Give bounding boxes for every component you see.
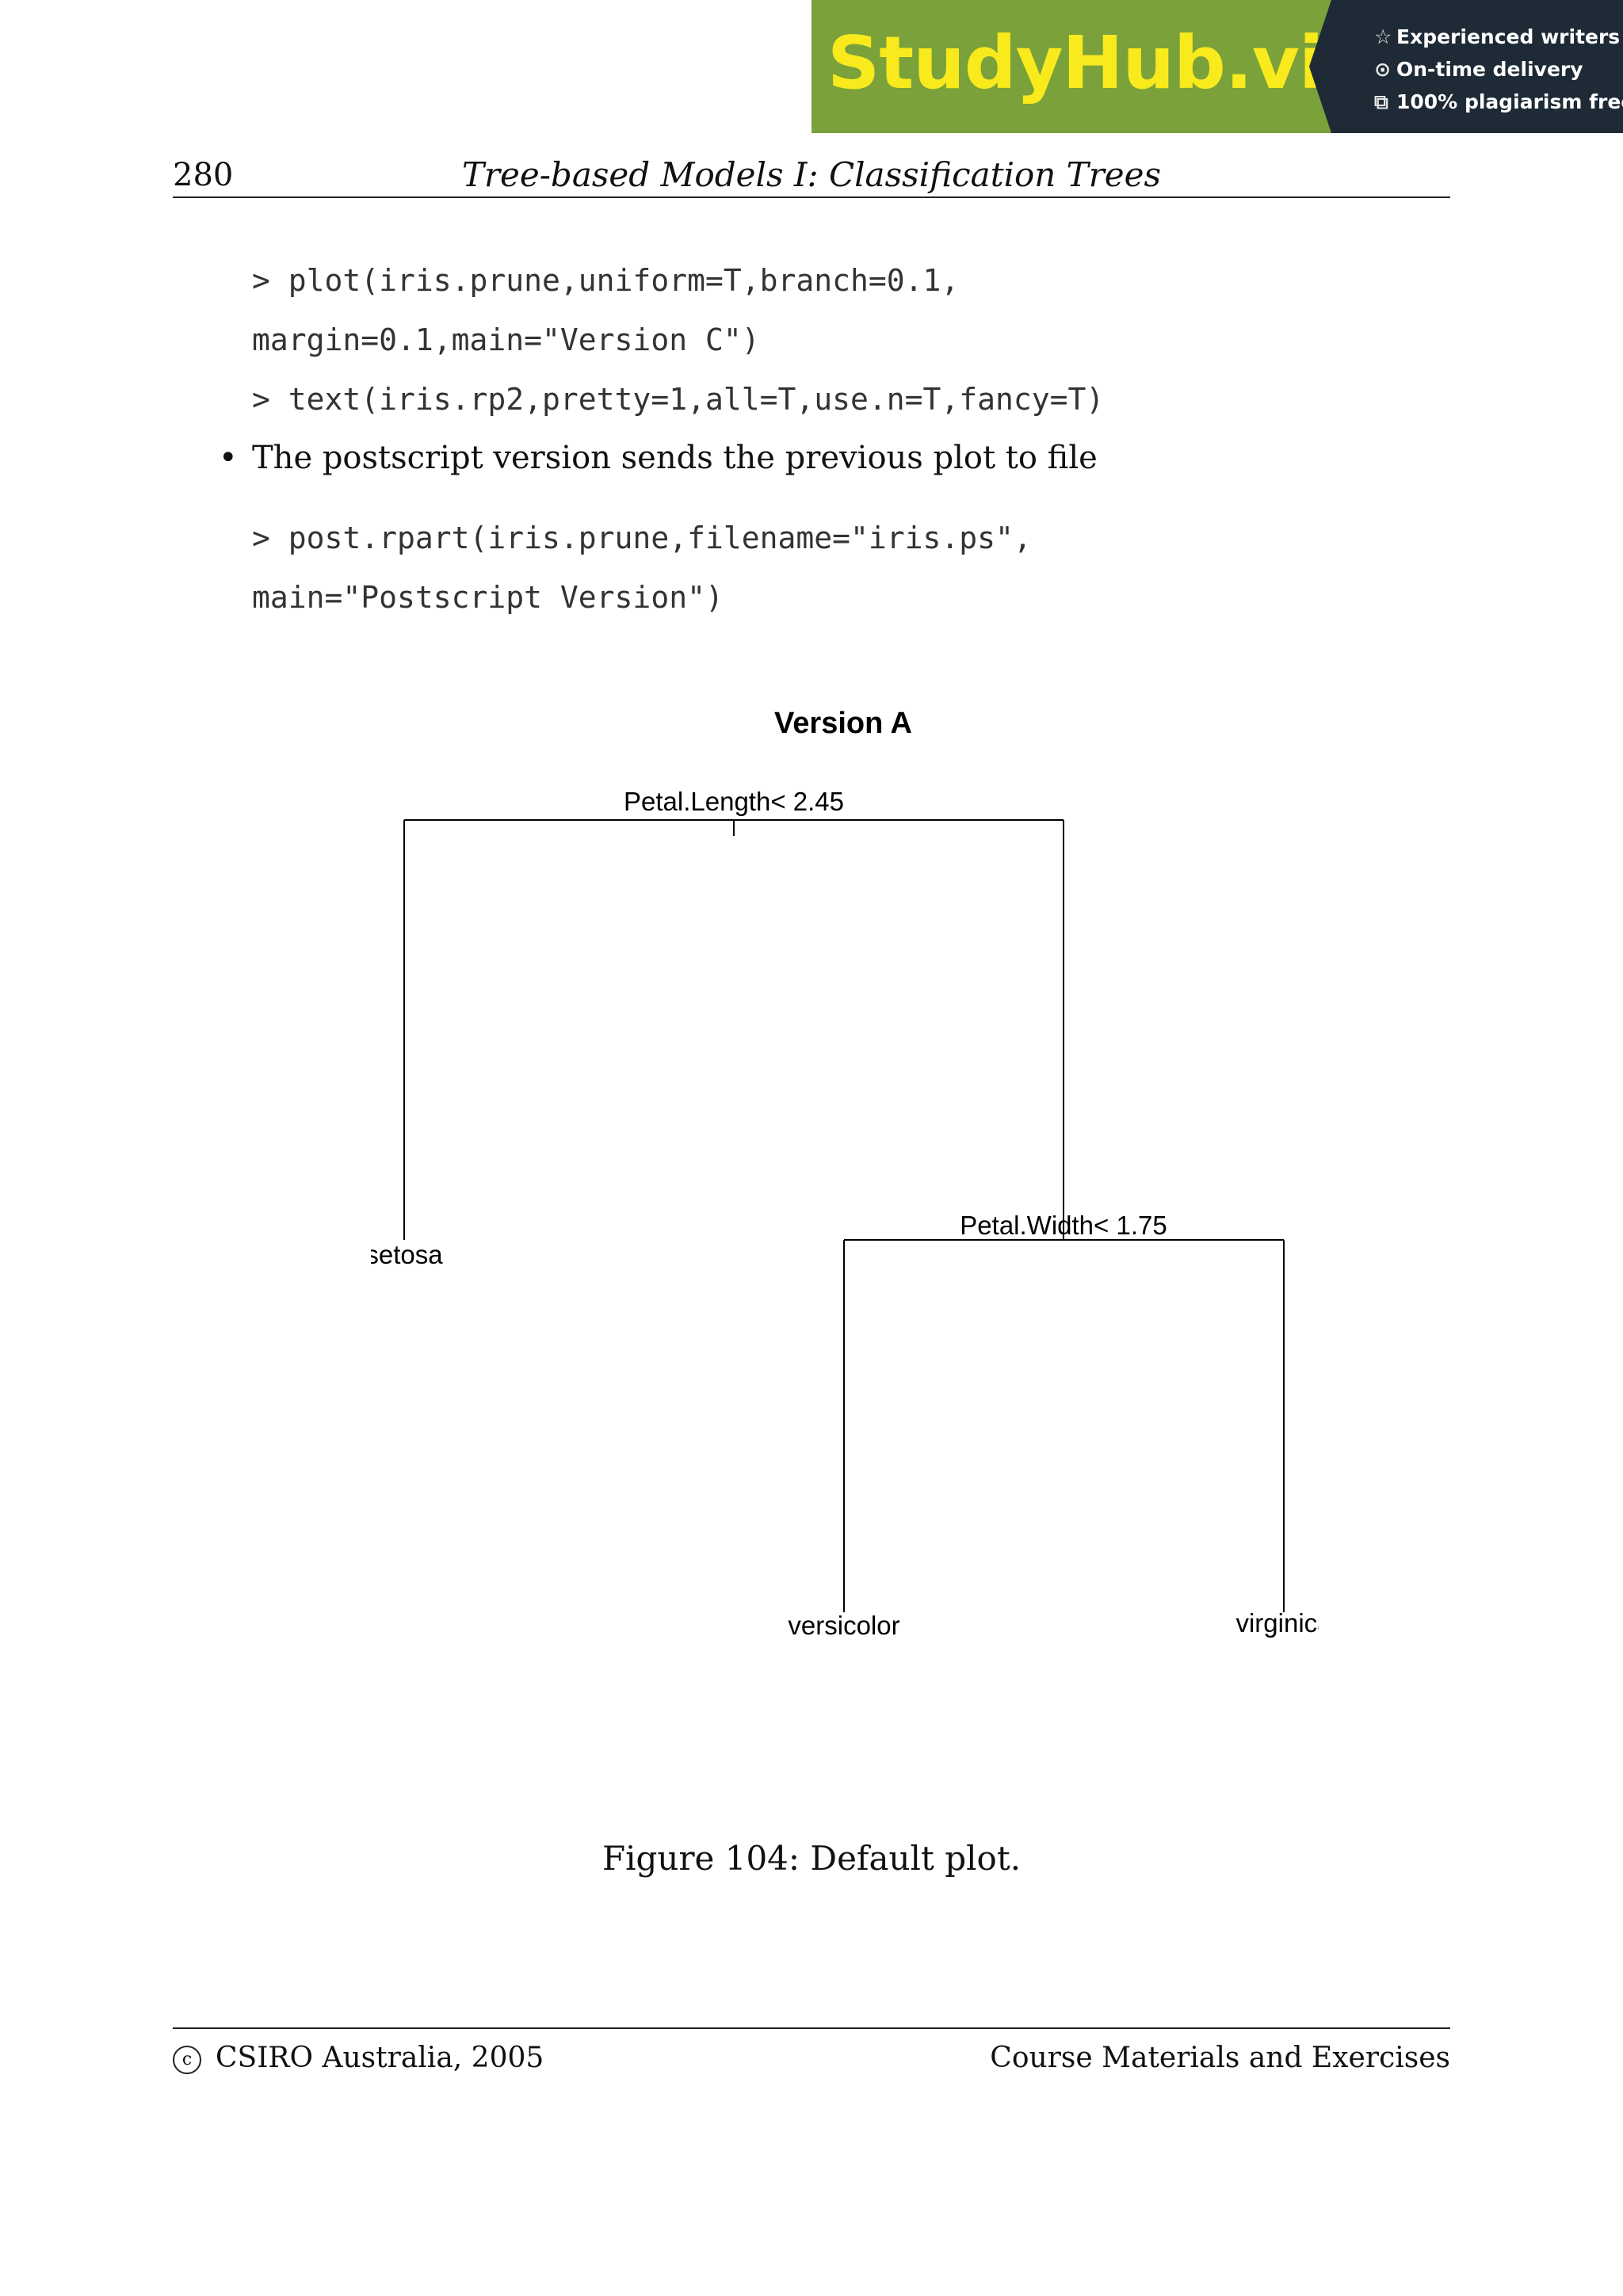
- code-line-4: > post.rpart(iris.prune,filename="iris.p…: [252, 521, 1032, 555]
- code-line-2: margin=0.1,main="Version C"): [252, 322, 760, 357]
- studyhub-logo[interactable]: StudyHub.vip: [812, 0, 1375, 133]
- split2-label: Petal.Width< 1.75: [960, 1211, 1167, 1240]
- tree-figure: Version A Petal.Length< 2.45 Petal.Width…: [341, 689, 1331, 1664]
- leaf-setosa: setosa: [365, 1240, 443, 1269]
- feature-plagiarism-free: ⧉ 100% plagiarism free: [1374, 86, 1623, 118]
- bullet-text: The postscript version sends the previou…: [252, 440, 1098, 476]
- footer-copyright: c CSIRO Australia, 2005: [173, 2038, 544, 2079]
- leaf-versicolor: versicolor: [788, 1611, 899, 1640]
- feature-label: Experienced writers: [1396, 25, 1621, 48]
- copyright-icon: c: [173, 2046, 201, 2074]
- code-line-5: main="Postscript Version"): [252, 580, 724, 615]
- tree-plot: Version A Petal.Length< 2.45 Petal.Width…: [365, 707, 1331, 1640]
- header-rule: [173, 196, 1450, 198]
- feature-label: 100% plagiarism free: [1396, 90, 1623, 113]
- page-number: 280: [173, 157, 234, 193]
- star-icon: ☆: [1374, 25, 1392, 48]
- footer-rule: [173, 2027, 1450, 2029]
- banner-feature-panel: ☆Experienced writers ⊙On-time delivery ⧉…: [1309, 0, 1623, 133]
- leaf-virginica: virginica: [1235, 1608, 1331, 1638]
- footer-left-text: CSIRO Australia, 2005: [216, 2042, 544, 2074]
- clock-icon: ⊙: [1374, 58, 1391, 81]
- copy-icon: ⧉: [1374, 90, 1388, 113]
- figure-caption: Figure 104: Default plot.: [601, 1839, 1022, 1878]
- running-title: Tree-based Models I: Classification Tree…: [461, 155, 1162, 194]
- banner-feature-list: ☆Experienced writers ⊙On-time delivery ⧉…: [1374, 21, 1623, 118]
- feature-label: On-time delivery: [1396, 58, 1583, 81]
- root-split-label: Petal.Length< 2.45: [624, 787, 844, 816]
- bullet-icon: •: [219, 440, 238, 476]
- bullet-item: • The postscript version sends the previo…: [219, 436, 1098, 480]
- code-line-1: > plot(iris.prune,uniform=T,branch=0.1,: [252, 263, 960, 298]
- studyhub-brand-text: StudyHub.vip: [827, 21, 1375, 105]
- footer-right-text: Course Materials and Exercises: [990, 2042, 1450, 2074]
- studyhub-banner[interactable]: StudyHub.vip ☆Experienced writers ⊙On-ti…: [812, 0, 1623, 133]
- feature-on-time-delivery: ⊙On-time delivery: [1374, 53, 1623, 86]
- tree-title: Version A: [774, 707, 912, 740]
- code-line-3: > text(iris.rp2,pretty=1,all=T,use.n=T,f…: [252, 382, 1105, 417]
- feature-experienced-writers: ☆Experienced writers: [1374, 21, 1623, 53]
